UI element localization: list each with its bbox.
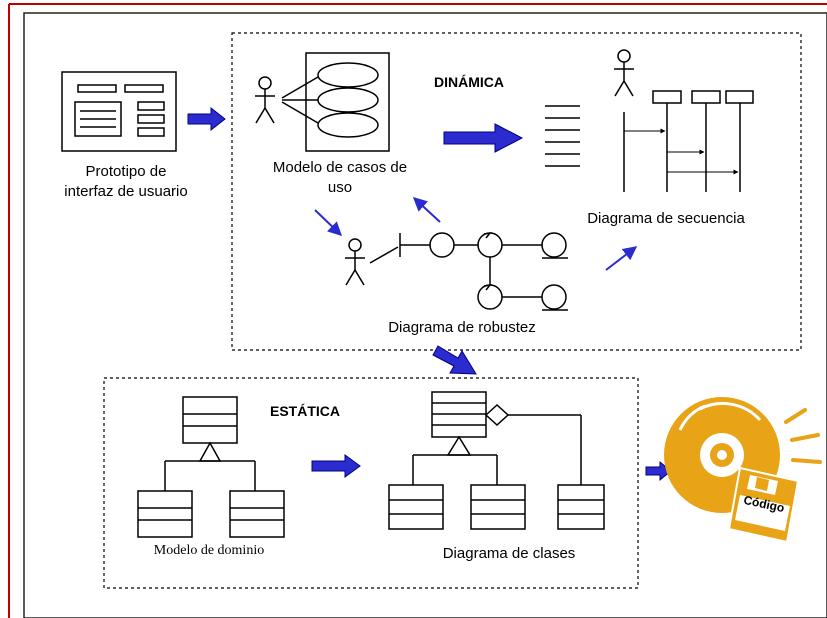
arrow-robustness-to-usecase	[412, 197, 441, 223]
static-region	[103, 377, 639, 589]
arrow-usecase-to-robustness	[314, 209, 343, 236]
label-domain-model: Modelo de dominio	[153, 543, 265, 558]
domain-model	[137, 396, 285, 538]
arrow-usecase-to-sequence	[443, 123, 524, 153]
label-dynamic: DINÁMICA	[434, 74, 504, 90]
use-case-model	[255, 52, 390, 152]
dynamic-region	[231, 32, 802, 351]
actor-icon	[614, 49, 634, 97]
ui-prototype-icon	[61, 71, 177, 152]
label-prototype: Prototipo de interfaz de usuario	[64, 163, 188, 200]
label-static: ESTÁTICA	[270, 403, 340, 419]
arrow-robustness-to-sequence	[605, 246, 638, 271]
event-list-icon	[545, 105, 580, 167]
outer-frame	[8, 3, 827, 618]
class-diagram	[388, 391, 605, 530]
label-sequence-diagram: Diagrama de secuencia	[587, 210, 745, 227]
floppy-disk-icon	[727, 466, 800, 544]
actor-icon	[255, 76, 275, 124]
label-robustness-diagram: Diagrama de robustez	[388, 319, 536, 336]
sequence-diagram	[614, 49, 754, 192]
label-use-case-model: Modelo de casos de uso	[272, 159, 408, 196]
arrow-domain-to-classes	[311, 454, 361, 478]
burst-lines	[784, 408, 822, 464]
actor-icon	[345, 238, 365, 286]
arrow-dynamic-to-static	[432, 345, 477, 375]
arrow-prototype-to-usecase	[187, 106, 226, 132]
label-class-diagram: Diagrama de clases	[442, 545, 576, 562]
robustness-diagram	[345, 231, 568, 311]
arrow-static-to-code	[645, 460, 672, 482]
